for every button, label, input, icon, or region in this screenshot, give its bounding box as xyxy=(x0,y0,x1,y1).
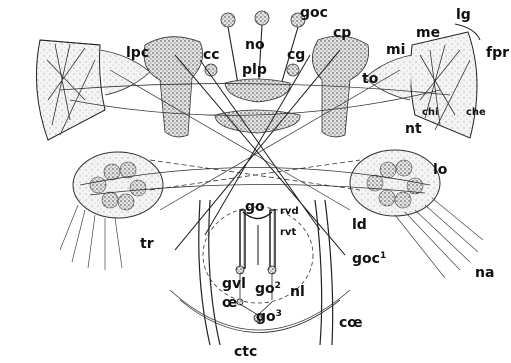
label-tr: tr xyxy=(140,237,154,251)
label-nt: nt xyxy=(405,122,422,136)
label-no: no xyxy=(245,38,265,52)
label-goc1: goc1 xyxy=(352,252,386,266)
label-mi: mi xyxy=(386,43,405,57)
label-ctc: ctc xyxy=(234,345,257,359)
label-chi: chi xyxy=(422,108,438,118)
label-che: che xyxy=(466,108,486,118)
label-plp: plp xyxy=(242,63,267,77)
label-go2: go2 xyxy=(255,282,281,296)
label-lo: lo xyxy=(433,163,447,177)
label-cp: cp xyxy=(333,26,351,40)
label-go3: go3 xyxy=(256,310,282,324)
label-nl: nl xyxy=(290,285,305,299)
label-rvt: rvt xyxy=(280,228,296,238)
median-cords xyxy=(236,210,276,322)
right-compound-eye xyxy=(365,24,480,138)
label-na: na xyxy=(475,266,494,280)
label-cc: cc xyxy=(203,48,220,62)
label-lpc: lpc xyxy=(126,46,149,60)
central-body xyxy=(215,79,300,133)
label-ld: ld xyxy=(352,218,367,232)
label-gvl: gvl xyxy=(222,277,246,291)
label-to: to xyxy=(362,72,378,86)
label-fpr: fpr xyxy=(486,46,509,60)
label-oe: œ xyxy=(222,296,237,310)
left-optic-lobe xyxy=(73,152,163,218)
label-go: go xyxy=(245,200,265,214)
label-me: me xyxy=(416,26,440,40)
label-cg: cg xyxy=(287,48,305,62)
label-goc: goc xyxy=(300,6,328,20)
label-coe: cœ xyxy=(339,316,363,330)
label-lg: lg xyxy=(456,8,471,22)
label-rvd: rvd xyxy=(280,207,299,217)
